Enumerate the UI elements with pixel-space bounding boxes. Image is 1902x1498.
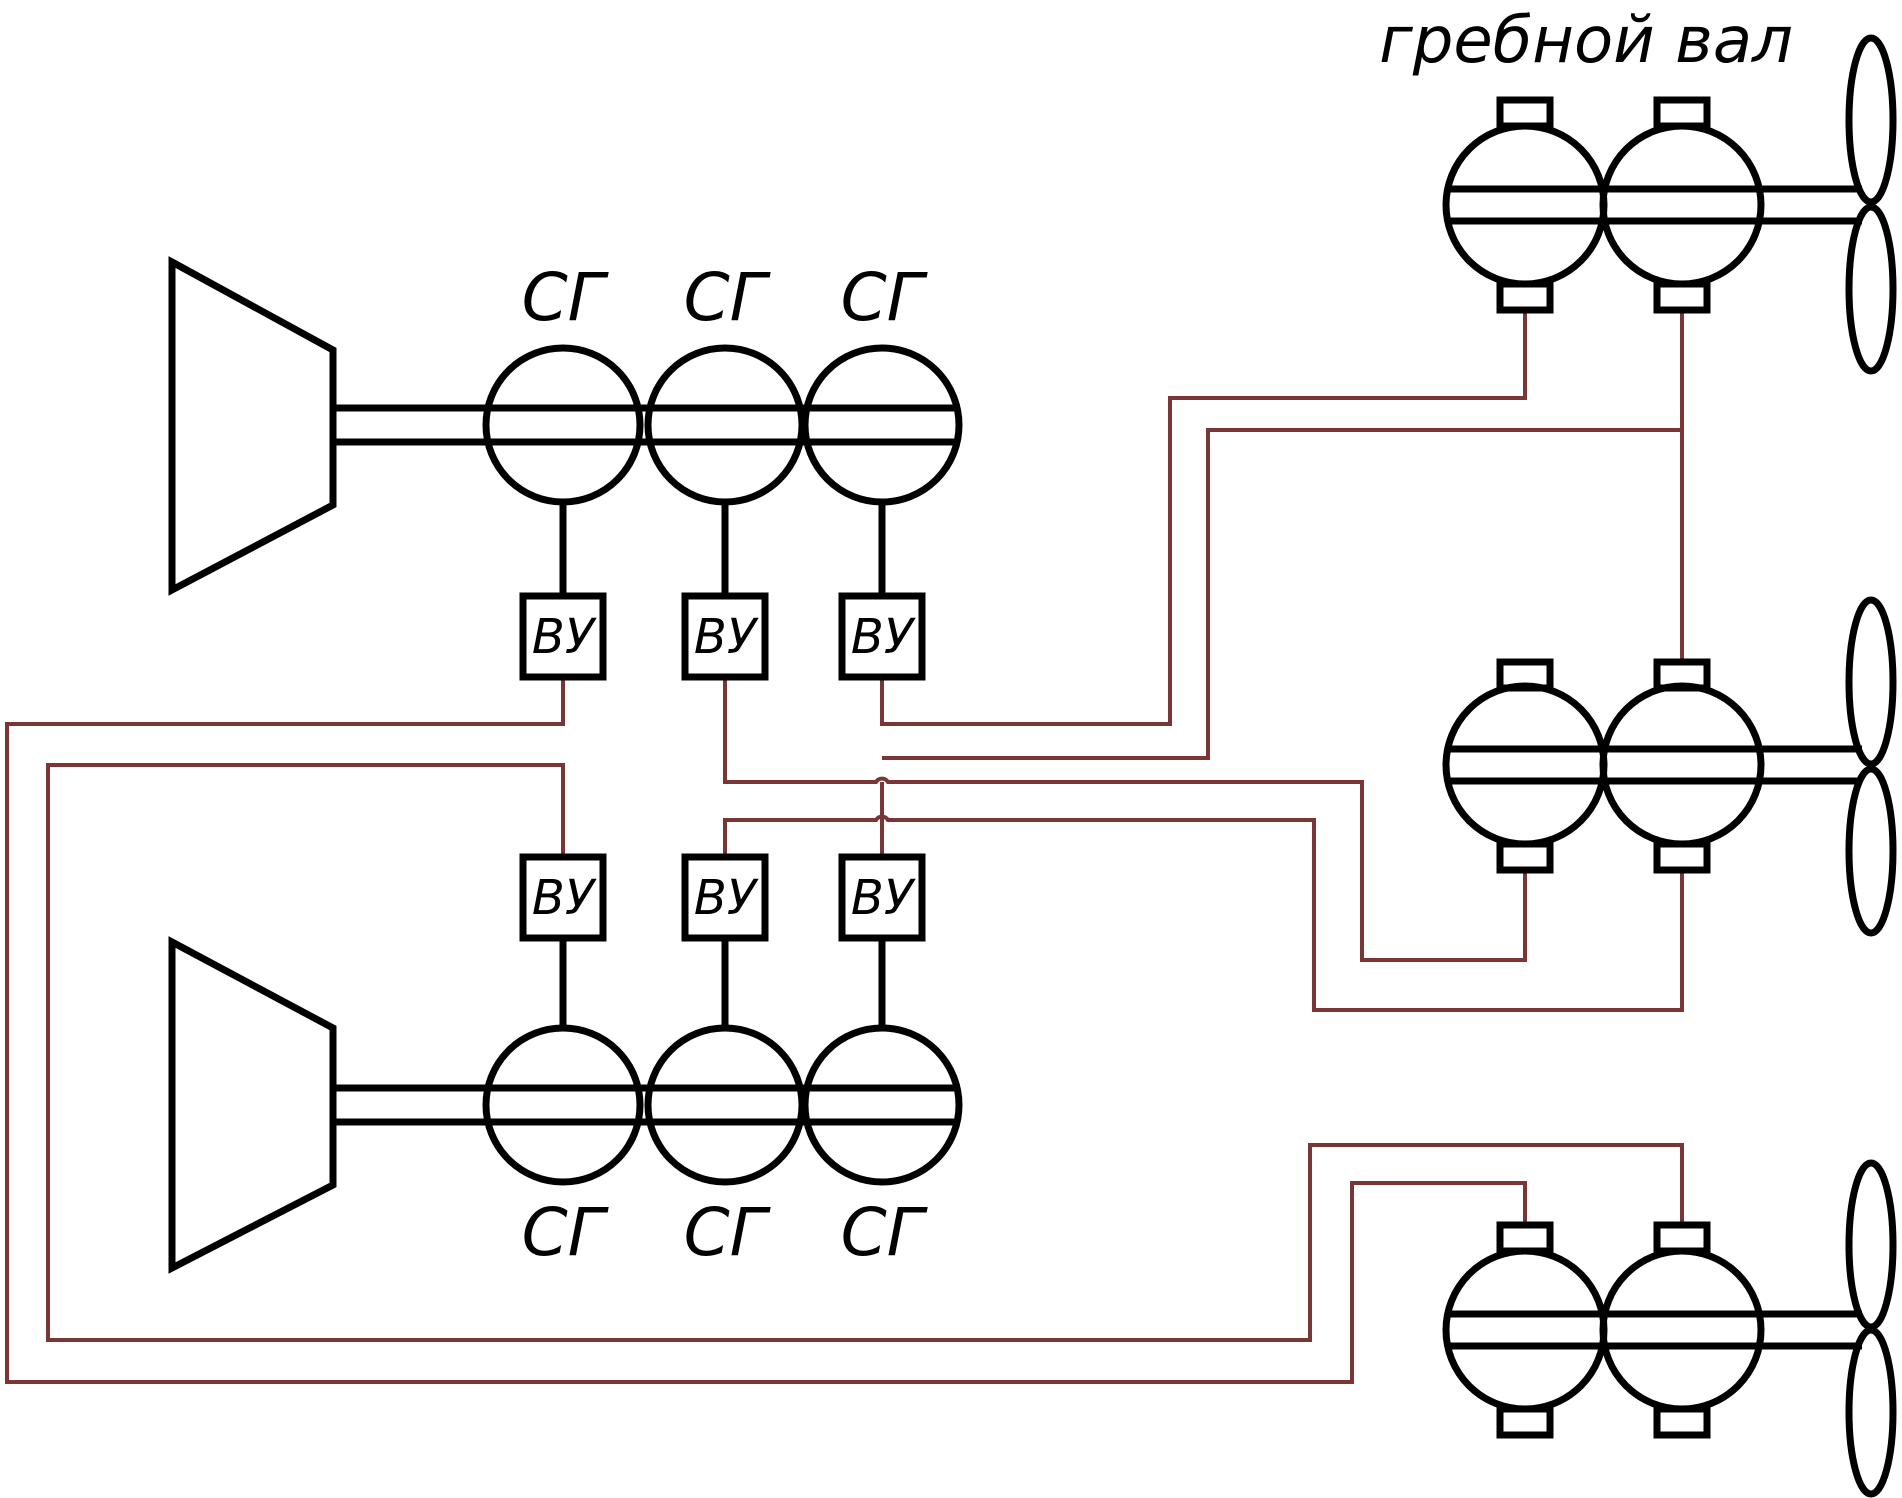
- wire-upper-vu3-top-motor-a: [880, 310, 1527, 726]
- generator-upper-2: [644, 344, 806, 506]
- propulsion-motor-bottom-a: [1442, 1247, 1608, 1413]
- propulsion-unit-bottom: [1442, 1159, 1897, 1498]
- generator-label: СГ: [684, 259, 772, 336]
- wire-lower-vu2-mid-motor-b: [723, 814, 1684, 1012]
- generator-label: СГ: [684, 1194, 772, 1271]
- generator-label: СГ: [841, 1194, 929, 1271]
- rectifier-lower-1: [519, 853, 607, 942]
- lower-generator-set: ВУ ВУ ВУ СГ СГ СГ: [168, 853, 963, 1274]
- rectifier-upper-2: [681, 592, 769, 681]
- rectifier-upper-1: [519, 592, 607, 681]
- rectifier-label: ВУ: [532, 870, 597, 926]
- wire-lower-vu1-left-loop: [46, 763, 1684, 1342]
- wire-upper-vu1-left-loop: [5, 677, 1527, 1384]
- propulsion-motor-middle-a: [1442, 682, 1608, 848]
- generator-label: СГ: [841, 259, 929, 336]
- generator-upper-3: [801, 344, 963, 506]
- generator-label: СГ: [522, 1194, 610, 1271]
- generator-label: СГ: [522, 259, 610, 336]
- rectifier-label: ВУ: [532, 609, 597, 665]
- rectifier-lower-2: [681, 853, 769, 942]
- propeller-blade: [1845, 1159, 1897, 1331]
- rectifier-label: ВУ: [851, 609, 916, 665]
- propulsion-motor-middle-b: [1599, 682, 1765, 848]
- propulsion-unit-middle: [1442, 596, 1897, 937]
- wire-bus-branch: [882, 428, 1682, 760]
- propeller-blade: [1845, 596, 1897, 768]
- generator-lower-1: [482, 1024, 644, 1186]
- wiring: [5, 310, 1684, 1384]
- generator-upper-1: [482, 344, 644, 506]
- rectifier-label: ВУ: [694, 609, 759, 665]
- propeller-blade: [1845, 203, 1897, 375]
- propeller-blade: [1845, 765, 1897, 937]
- rectifier-label: ВУ: [694, 870, 759, 926]
- propeller-blade: [1845, 34, 1897, 206]
- upper-generator-set: ВУ ВУ ВУ СГ СГ СГ: [168, 256, 963, 681]
- generator-lower-3: [801, 1024, 963, 1186]
- propeller-shaft-title: гребной вал: [1379, 4, 1793, 78]
- propulsion-motor-top-a: [1442, 122, 1608, 288]
- propulsion-motor-bottom-b: [1599, 1247, 1765, 1413]
- turbine-upper: [168, 256, 337, 596]
- rectifier-lower-3: [838, 853, 926, 942]
- propulsion-unit-top: [1442, 34, 1897, 375]
- propeller-blade: [1845, 1326, 1897, 1498]
- propulsion-motor-top-b: [1599, 122, 1765, 288]
- wire-upper-vu2-mid-motor-a: [723, 677, 1527, 962]
- generator-lower-2: [644, 1024, 806, 1186]
- rectifier-label: ВУ: [851, 870, 916, 926]
- rectifier-upper-3: [838, 592, 926, 681]
- turbine-lower: [168, 936, 337, 1274]
